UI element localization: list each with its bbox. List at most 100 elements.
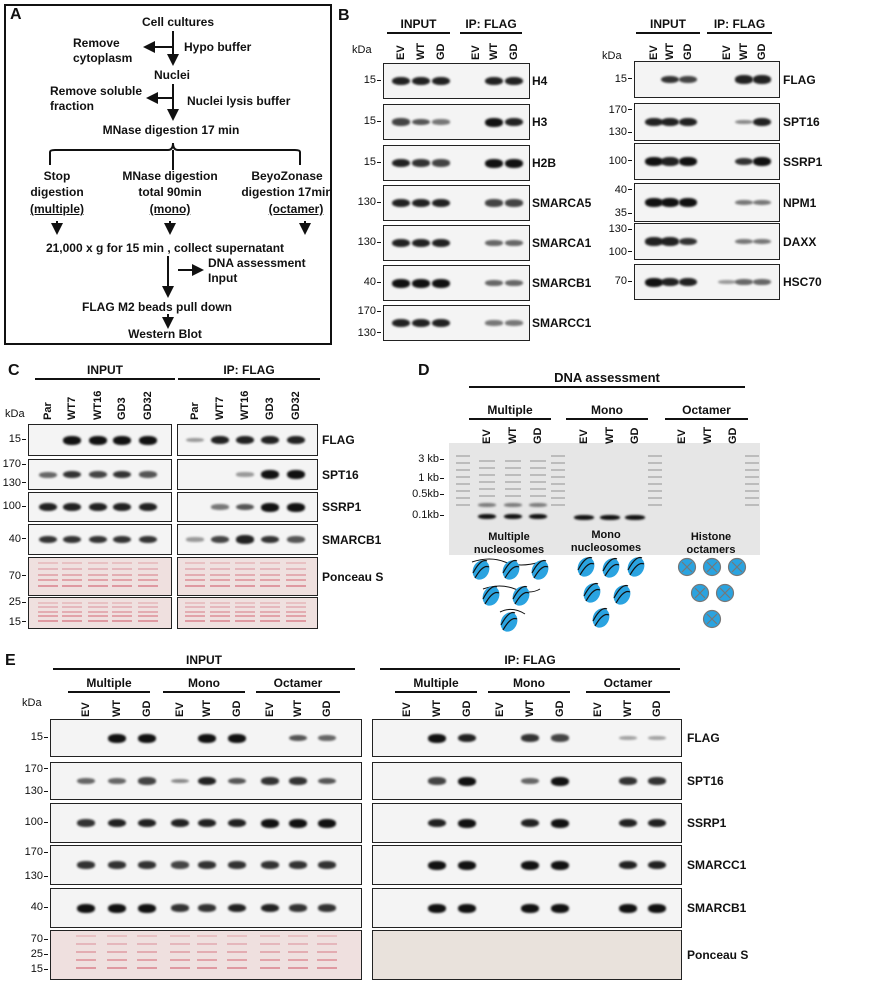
e-ponceau-band [197,935,217,937]
b-left-group-ipflag: IP: FLAG [460,17,522,34]
c-ponceau-band [260,610,280,613]
d-smear [530,460,546,462]
c-ponceau-band [185,619,205,622]
b-right-band [753,279,771,285]
b-left-band [505,117,523,127]
c-ponceau-band [62,562,82,564]
e-blot-ponceau-s [50,930,362,980]
b-right-mw-marker: 130 [592,223,632,235]
d-ladder-band [551,504,565,506]
b-right-mw-marker: 15 [592,73,632,85]
c-ponceau-band [210,615,230,618]
d-smear [530,495,546,497]
b-left-band [485,199,503,207]
e-band [428,733,446,743]
c-ponceau-band [235,610,255,613]
e-band [458,903,476,913]
e-band [619,736,637,740]
e-group-input: INPUT [53,653,355,670]
b-right-band [753,75,771,84]
c-band [113,535,131,544]
d-ladder-band [648,469,662,471]
d-smear [479,467,495,469]
c-ponceau-band [88,615,108,618]
b-left-group-input: INPUT [387,17,450,34]
c-ponceau-band [235,579,255,582]
c-ponceau-band [260,602,280,604]
b-right-band [661,75,679,84]
d-caption-line1: Multiple [488,531,530,543]
b-right-band [645,237,663,246]
e-ponceau-band [76,959,96,961]
d-smear [530,467,546,469]
e-ponceau-band [197,959,217,961]
e-ponceau-band [76,943,96,945]
b-right-band [679,277,697,287]
b-right-kda-label: kDa [602,50,622,62]
c-ponceau-band [210,562,230,564]
c-protein-label: FLAG [322,433,355,447]
e-band [551,734,569,742]
col3-line3: (octamer) [268,202,324,216]
d-ladder-band [745,462,759,464]
e-ponceau-band [227,935,247,937]
e-mw-marker: 40 [8,901,48,913]
e-mw-marker: 130 [8,785,48,797]
panel-b-letter: B [338,7,350,24]
e-protein-label: SSRP1 [687,816,727,830]
b-right-protein-label: SSRP1 [783,154,823,169]
b-left-band [432,119,450,125]
panel-a-arrows [49,31,311,329]
c-band [63,435,81,445]
e-band [428,903,446,913]
d-ladder-band [456,504,470,506]
multiple-nucleosome-icon [482,585,500,606]
multiple-nucleosome-icon [531,559,549,580]
c-ponceau-band [286,606,306,609]
c-mw-marker: 70 [0,570,26,582]
e-ponceau-band [170,951,190,953]
b-right-band [679,237,697,246]
d-ladder-band [745,483,759,485]
c-band [236,435,254,445]
e-blot-ponceau-s [372,930,682,980]
b-right-band [718,279,736,285]
d-caption-line1: Histone [690,531,732,543]
e-band [138,777,156,785]
e-ponceau-band [317,951,337,953]
c-ponceau-band [185,615,205,618]
step-mnase-17: MNase digestion 17 min [102,123,240,137]
e-subgroup-mono: Mono [488,676,570,693]
d-ladder-band [745,504,759,506]
c-band [113,435,131,445]
e-band [619,860,637,870]
b-right-band [679,198,697,207]
e-mw-marker: 15 [8,963,48,975]
e-protein-label: FLAG [687,731,720,745]
step-nuclei-lysis: Nuclei lysis buffer [187,94,291,108]
panel-a-letter: A [10,6,22,23]
b-right-mw-marker: 70 [592,275,632,287]
e-band [648,777,666,785]
d-ladder-band [456,462,470,464]
d-smear [479,495,495,497]
c-band [63,535,81,544]
histone-octamer-icon [702,557,722,577]
b-right-band [735,199,753,206]
col3-line2: digestion 17min [241,185,333,199]
c-mw-marker: 25 [0,596,26,608]
c-band [139,435,157,445]
b-left-band [412,238,430,248]
c-ponceau-band [185,606,205,609]
d-ladder-band [648,476,662,478]
b-left-protein-label: SMARCA5 [532,196,592,210]
b-right-band [753,199,771,206]
step-input: Input [208,271,238,285]
b-left-protein-label: H4 [532,74,548,88]
e-band [458,818,476,828]
e-ponceau-band [260,935,280,937]
d-ladder-band [456,455,470,457]
c-ponceau-band [112,602,132,604]
c-ponceau-band [138,567,158,570]
